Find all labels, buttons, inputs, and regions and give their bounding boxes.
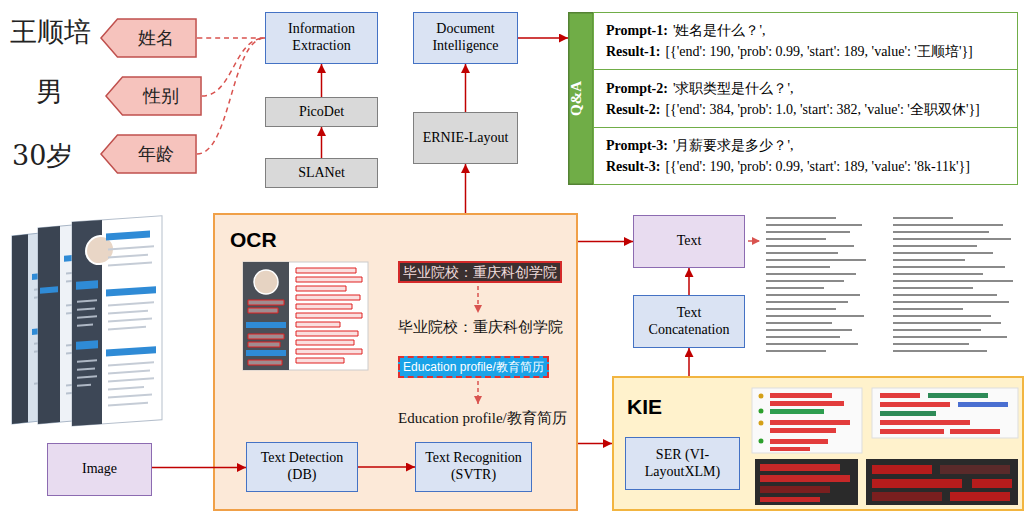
flow-arrow <box>688 348 690 376</box>
flow-arrow <box>321 127 323 158</box>
box-label: Text Recognition (SVTR) <box>419 450 528 484</box>
box-label: Text <box>677 233 702 250</box>
box-label: PicoDet <box>299 104 344 121</box>
recognized-text: 毕业院校：重庆科创学院 <box>398 318 563 336</box>
model-box: PicoDet <box>265 97 378 127</box>
crop-text: Education profile/教育简历 <box>398 356 549 378</box>
process-box: SER (VI-LayoutXLM) <box>625 437 740 490</box>
field-tag: 性别 <box>105 76 202 116</box>
flow-arrow <box>688 268 690 295</box>
flow-arrow <box>518 37 568 39</box>
kie-result-images <box>752 388 1018 505</box>
box-label: SLANet <box>298 165 345 182</box>
box-label: Image <box>82 461 117 478</box>
text-line: Prompt-1: '姓名是什么？', <box>606 20 766 41</box>
field-tag: 年龄 <box>100 134 197 174</box>
flow-arrow <box>578 443 612 445</box>
qa-row: Prompt-3: '月薪要求是多少？', Result-3: [{'end': 19… <box>593 127 1018 185</box>
flow-arrow <box>578 241 633 243</box>
process-box: Text Detection (DB) <box>246 442 358 492</box>
qa-row: Prompt-1: '姓名是什么？', Result-1: [{'end': 190,… <box>593 12 1018 70</box>
tag-shape <box>101 19 196 57</box>
field-tag: 姓名 <box>100 18 197 58</box>
qa-text: [{'end': 190, 'prob': 0.99, 'start': 189… <box>665 44 972 59</box>
data-box: Image <box>47 443 152 496</box>
text-output-image <box>762 212 1018 362</box>
process-box: Text Recognition (SVTR) <box>415 442 532 492</box>
box-label: SER (VI-LayoutXLM) <box>629 447 736 481</box>
dashed-link <box>197 37 265 39</box>
text-line: Result-2: [{'end': 384, 'prob': 1.0, 'sta… <box>606 99 980 120</box>
flow-arrow <box>358 466 415 468</box>
qa-text: Prompt-2: <box>606 81 668 96</box>
box-label: Text Detection (DB) <box>250 450 354 484</box>
tag-shape <box>101 135 196 173</box>
qa-text: Prompt-3: <box>606 138 668 153</box>
flow-arrow <box>465 64 467 112</box>
label-holder: 毕业院校：重庆科创学院 <box>398 318 563 338</box>
box-label: Text Concatenation <box>637 305 741 339</box>
box-label: Information Extraction <box>269 21 374 55</box>
box-label: ERNIE-Layout <box>423 130 509 147</box>
ocr-thumbnail <box>243 262 368 370</box>
flow-arrow <box>152 467 246 469</box>
box-label: Document Intelligence <box>417 21 514 55</box>
extracted-value: 30岁 <box>12 140 73 171</box>
label-holder: 男 <box>36 76 63 108</box>
process-box: Information Extraction <box>265 12 378 64</box>
tag-label: 性别 <box>143 85 179 107</box>
dashed-link <box>202 38 265 96</box>
panel-title: OCR <box>230 227 277 252</box>
qa-text: '月薪要求是多少？', <box>673 138 794 153</box>
tag-label: 年龄 <box>138 143 174 165</box>
text-line: Prompt-3: '月薪要求是多少？', <box>606 135 794 156</box>
qa-text: '姓名是什么？', <box>673 23 766 38</box>
panel-title: Q&A <box>568 12 593 185</box>
qa-text: '求职类型是什么？', <box>673 81 794 96</box>
module-panel: SER (VI-LayoutXLM) KIE <box>612 376 1024 511</box>
model-box: ERNIE-Layout <box>413 112 518 164</box>
text-line: Prompt-2: '求职类型是什么？', <box>606 78 794 99</box>
label-holder: 毕业院校：重庆科创学院 <box>398 261 562 283</box>
panel-background <box>214 214 577 510</box>
crop-text: 毕业院校：重庆科创学院 <box>398 261 562 283</box>
label-holder: 王顺培 <box>10 16 91 48</box>
qa-text: Result-3: <box>606 159 660 174</box>
text-line: Result-3: [{'end': 190, 'prob': 0.99, 'st… <box>606 156 970 177</box>
model-box: SLANet <box>265 158 378 188</box>
dashed-link <box>197 38 265 154</box>
recognized-text: Education profile/教育简历 <box>398 410 567 426</box>
qa-text: Prompt-1: <box>606 23 668 38</box>
label-holder: Education profile/教育简历 <box>398 409 567 429</box>
flow-arrow <box>465 164 467 213</box>
tag-shape <box>106 77 201 115</box>
label-holder: 30岁 <box>12 140 73 172</box>
tag-label: 姓名 <box>138 27 174 49</box>
qa-row: Prompt-2: '求职类型是什么？', Result-2: [{'end': 38… <box>593 69 1018 128</box>
extracted-value: 男 <box>36 76 63 107</box>
process-box: Text Concatenation <box>633 295 745 348</box>
qa-text: Result-2: <box>606 102 660 117</box>
qa-text: Result-1: <box>606 44 660 59</box>
panel-strip <box>569 13 593 184</box>
text-line: Result-1: [{'end': 190, 'prob': 0.99, 'st… <box>606 41 973 62</box>
label-holder: Education profile/教育简历 <box>398 356 549 378</box>
panel-title: KIE <box>627 394 662 419</box>
qa-panel: Prompt-1: '姓名是什么？', Result-1: [{'end': 190,… <box>568 12 1018 185</box>
resume-illustration <box>12 216 162 426</box>
panel-background <box>613 377 1023 510</box>
qa-text: [{'end': 190, 'prob': 0.99, 'start': 189… <box>665 159 970 174</box>
flow-arrow <box>321 64 323 97</box>
extracted-value: 王顺培 <box>10 16 91 47</box>
data-box: Text <box>633 215 745 268</box>
process-box: Document Intelligence <box>413 12 518 64</box>
panel-background <box>569 13 1017 184</box>
qa-text: [{'end': 384, 'prob': 1.0, 'start': 382,… <box>665 102 979 117</box>
